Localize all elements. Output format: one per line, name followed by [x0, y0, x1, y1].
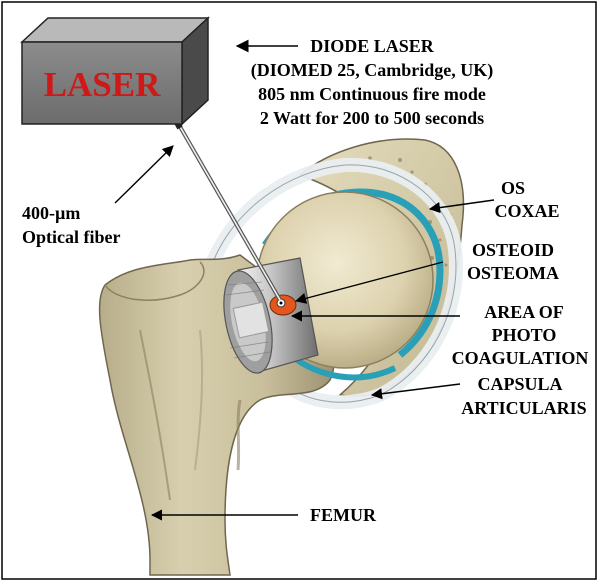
laser-info-line3: 805 nm Continuous fire mode — [258, 84, 486, 104]
photo-area-line3: COAGULATION — [452, 348, 589, 368]
os-coxae-line1: OS — [501, 178, 525, 198]
fiber-label-line2: Optical fiber — [22, 227, 120, 247]
photo-area-line1: AREA OF — [484, 302, 564, 322]
laser-box-word: LASER — [44, 65, 161, 104]
capsula-line2: ARTICULARIS — [461, 398, 586, 418]
fiber-label-line1: 400-µm — [22, 203, 80, 223]
femur-label: FEMUR — [310, 505, 377, 525]
capsula-line1: CAPSULA — [477, 374, 562, 394]
os-coxae-line2: COXAE — [494, 201, 559, 221]
laser-info-line1: DIODE LASER — [310, 36, 435, 56]
laser-info-line4: 2 Watt for 200 to 500 seconds — [260, 108, 484, 128]
osteoid-line2: OSTEOMA — [467, 263, 559, 283]
osteoid-osteoma-lesion — [270, 295, 296, 315]
photo-area-line2: PHOTO — [492, 325, 557, 345]
laser-info-line2: (DIOMED 25, Cambridge, UK) — [251, 60, 493, 81]
osteoid-line1: OSTEOID — [472, 240, 554, 260]
